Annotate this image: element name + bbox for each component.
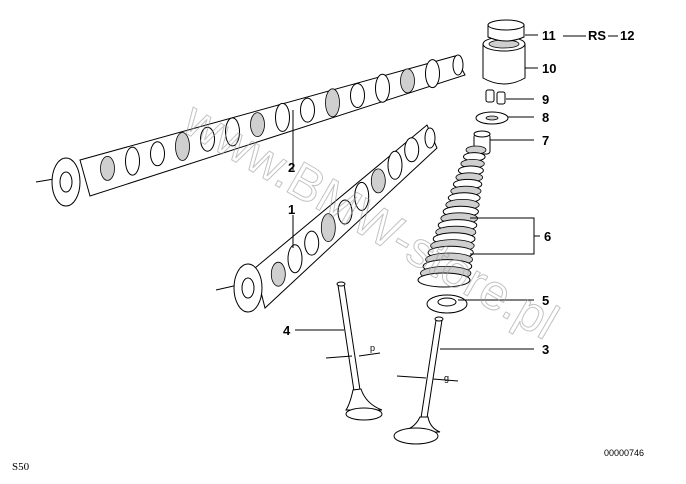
cam-lobe: [354, 181, 370, 211]
valve-keepers: [485, 89, 506, 105]
cam-lobe: [250, 112, 265, 137]
cam-lobe: [404, 137, 420, 163]
cam-lobe: [225, 117, 240, 147]
exhaust-valve: [393, 316, 459, 445]
cam-lobe: [275, 102, 290, 132]
callout-3: 3: [542, 342, 549, 357]
watermark-text: www.BMW-store.pl: [174, 91, 568, 351]
camshaft-lower: [215, 124, 438, 313]
cam-lobe: [287, 244, 303, 274]
adjusting-shim: [487, 19, 525, 42]
callout-6: 6: [544, 229, 551, 244]
bucket-tappet: [482, 36, 526, 85]
cam-lobe: [370, 168, 386, 194]
cam-lobe: [337, 199, 353, 225]
diagram-code: S50: [12, 461, 30, 473]
cam-lobe: [200, 126, 215, 152]
callout-5: 5: [542, 293, 549, 308]
cam-lobe: [300, 97, 315, 123]
cam-lobe: [325, 88, 340, 118]
cam-lobe: [350, 83, 365, 108]
cam-lobe: [375, 73, 390, 103]
callout-10: 10: [542, 61, 556, 76]
callout-12: 12: [620, 28, 634, 43]
callout-8: 8: [542, 110, 549, 125]
callout-4: 4: [283, 323, 291, 338]
spring-seat: [426, 294, 468, 314]
valve-mark-intake: p: [370, 343, 375, 353]
callout-2: 2: [288, 160, 295, 175]
cam-lobe: [270, 261, 286, 287]
callout-9: 9: [542, 92, 549, 107]
drawing-number: 00000746: [604, 448, 644, 458]
cam-lobe: [175, 132, 190, 161]
valve-mark-exhaust: g: [444, 373, 449, 383]
intake-valve: [325, 281, 383, 421]
valve-springs: [417, 145, 487, 288]
callout-rs: RS: [588, 28, 606, 43]
callout-7: 7: [542, 133, 549, 148]
cam-lobe: [125, 146, 140, 176]
spring-retainer: [475, 111, 509, 125]
callout-1: 1: [288, 202, 295, 217]
spring-coil: [417, 272, 471, 288]
cam-lobe: [387, 150, 403, 180]
cam-lobe: [150, 141, 165, 167]
cam-lobe: [400, 68, 415, 94]
cam-lobe: [425, 59, 440, 89]
cam-lobe: [320, 213, 336, 243]
cam-lobe: [304, 230, 320, 256]
camshaft-upper: [35, 54, 466, 207]
callout-11: 11: [542, 28, 556, 43]
cam-lobe: [100, 155, 115, 181]
leader-lines: [292, 34, 618, 350]
